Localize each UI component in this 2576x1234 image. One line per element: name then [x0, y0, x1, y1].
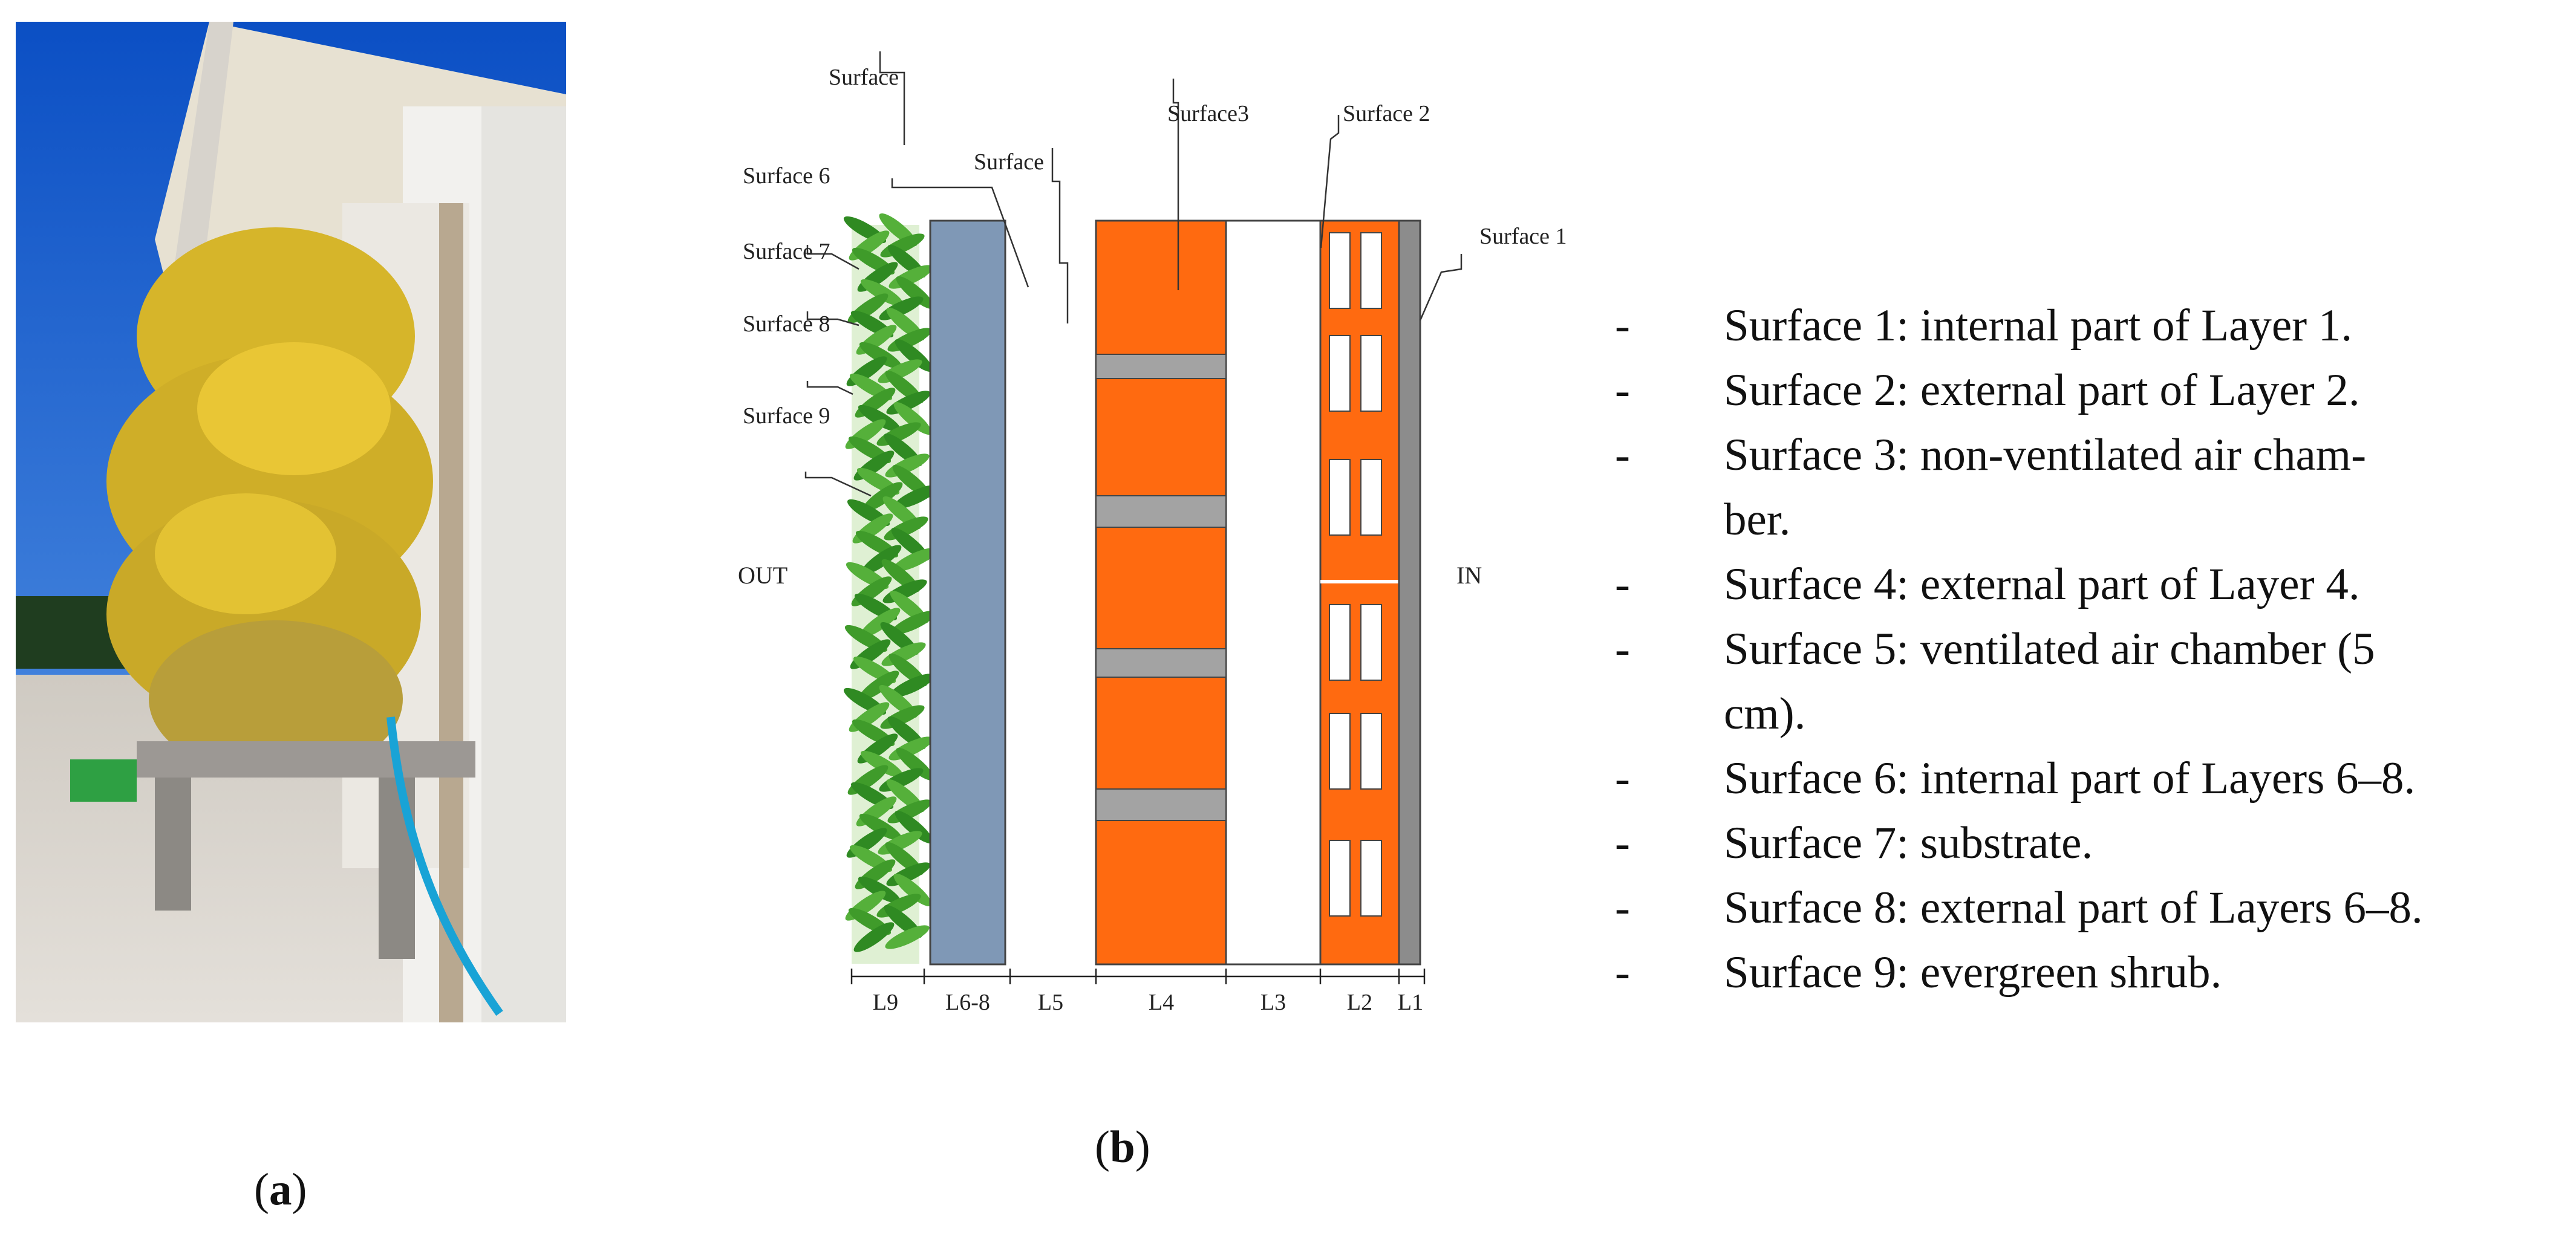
leaf: [861, 545, 902, 575]
legend-item: -Surface 2: external part of Layer 2.: [1615, 365, 2360, 415]
brick-hole: [1329, 232, 1351, 309]
legend-item-continuation: cm).: [1724, 689, 1806, 739]
leaf: [895, 339, 933, 372]
legend-item: -Surface 8: external part of Layers 6–8.: [1615, 883, 2423, 933]
leaf: [860, 750, 904, 778]
leaf: [891, 611, 936, 635]
surface-legend: -Surface 1: internal part of Layer 1. -S…: [1609, 293, 2565, 1005]
legend-item: -Surface 9: evergreen shrub.: [1615, 947, 2222, 998]
leaf: [893, 485, 938, 509]
brick-hole: [1360, 840, 1382, 917]
vegetation-layer: [843, 213, 938, 964]
dim-l5: L5: [1038, 990, 1063, 1015]
label-surface8: Surface 8: [743, 311, 830, 337]
legend-item-continuation: ber.: [1724, 495, 1791, 545]
hollow-brick-l2: [1319, 219, 1400, 966]
dim-l3: L3: [1260, 990, 1286, 1015]
label-surface2: Surface 2: [1343, 101, 1430, 126]
brick-hole: [1329, 459, 1351, 536]
dim-l9: L9: [873, 990, 898, 1015]
leaf: [858, 404, 901, 432]
legend-item: -Surface 1: internal part of Layer 1.: [1615, 300, 2353, 351]
inner-layer-l1: [1398, 219, 1421, 966]
dim-l6-8: L6-8: [945, 990, 990, 1015]
legend-item: -Surface 7: substrate.: [1615, 818, 2093, 868]
dim-l2: L2: [1347, 990, 1372, 1015]
substrate-panel: [929, 219, 1006, 966]
label-out: OUT: [738, 562, 787, 589]
brick-hole: [1329, 713, 1351, 790]
label-surface6: Surface 6: [743, 163, 830, 189]
label-surface3: Surface3: [1167, 101, 1249, 126]
leaf: [896, 747, 934, 781]
surface-labels: Surface Surface Surface3 Surface 2 Surfa…: [738, 65, 1567, 589]
caption-a: (a): [254, 1164, 307, 1215]
brick-hole: [1329, 840, 1351, 917]
brick-wall-l4: [1095, 219, 1227, 966]
leaf: [885, 925, 930, 949]
label-in: IN: [1456, 562, 1482, 589]
brick-hole: [1360, 713, 1382, 790]
brick-hole: [1329, 604, 1351, 681]
leaf: [853, 922, 895, 952]
leaf: [895, 810, 933, 844]
brick-hole: [1329, 335, 1351, 412]
brick-hole: [1360, 335, 1382, 412]
leaf: [890, 674, 934, 698]
leaf: [859, 813, 902, 841]
leaf: [859, 342, 902, 369]
caption-b: (b): [1095, 1122, 1150, 1172]
leaf: [893, 873, 932, 907]
brick-hole: [1360, 232, 1382, 309]
leaf: [862, 482, 903, 512]
leaf: [860, 279, 904, 307]
legend-item: -Surface 5: ventilated air chamber (5: [1615, 624, 2375, 674]
layer-dimensions: L9 L6-8 L5 L4 L3 L2 L1: [850, 969, 1426, 1015]
brick-hole: [1360, 459, 1382, 536]
leaf: [859, 608, 901, 638]
leaf: [858, 876, 901, 904]
dim-l1: L1: [1398, 990, 1423, 1015]
facade-layers-diagram: Surface Surface Surface3 Surface 2 Surfa…: [714, 51, 1609, 1034]
leaf: [896, 276, 934, 310]
label-surface7: Surface 7: [743, 239, 830, 264]
green-facade-photo: [16, 22, 566, 1022]
label-surface-top: Surface: [829, 65, 899, 90]
brick-hole: [1360, 604, 1382, 681]
label-surface-mid: Surface: [974, 149, 1044, 175]
legend-item: -Surface 6: internal part of Layers 6–8.: [1615, 753, 2416, 804]
leaf: [892, 548, 937, 572]
dim-l4: L4: [1149, 990, 1174, 1015]
label-surface9: Surface 9: [743, 403, 830, 429]
legend-item: -Surface 3: non-ventilated air cham-: [1615, 430, 2367, 480]
leaf: [858, 671, 899, 701]
label-surface1: Surface 1: [1479, 224, 1567, 249]
legend-item: -Surface 4: external part of Layer 4.: [1615, 559, 2360, 609]
leaf: [893, 401, 932, 435]
